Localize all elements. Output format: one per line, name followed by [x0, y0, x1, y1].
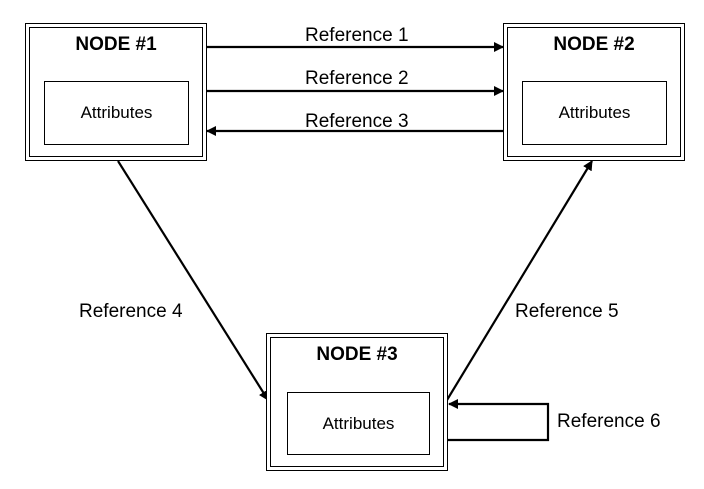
reference-4-label: Reference 4 [79, 301, 183, 322]
node-1-title: NODE #1 [75, 34, 157, 55]
edge-reference-5 [446, 160, 593, 401]
reference-5-label: Reference 5 [515, 301, 619, 322]
reference-1-label: Reference 1 [305, 25, 409, 46]
reference-6-label: Reference 6 [557, 411, 661, 432]
node-1-inner-border [29, 27, 203, 157]
node-2-title: NODE #2 [553, 34, 635, 55]
edge-reference-6 [448, 399, 550, 442]
node-1-attributes[interactable]: Attributes [44, 81, 189, 145]
node-1[interactable]: NODE #1 Attributes [25, 23, 207, 161]
node-3[interactable]: NODE #3 Attributes [266, 333, 448, 471]
node-3-title: NODE #3 [316, 344, 398, 365]
reference-3-label: Reference 3 [305, 111, 409, 132]
node-2-inner-border [507, 27, 681, 157]
node-2-attributes[interactable]: Attributes [522, 81, 667, 145]
reference-2-label: Reference 2 [305, 68, 409, 89]
node-3-inner-border [270, 337, 444, 467]
node-2[interactable]: NODE #2 Attributes [503, 23, 685, 161]
node-3-attributes[interactable]: Attributes [287, 392, 430, 455]
edge-reference-4 [117, 160, 269, 401]
